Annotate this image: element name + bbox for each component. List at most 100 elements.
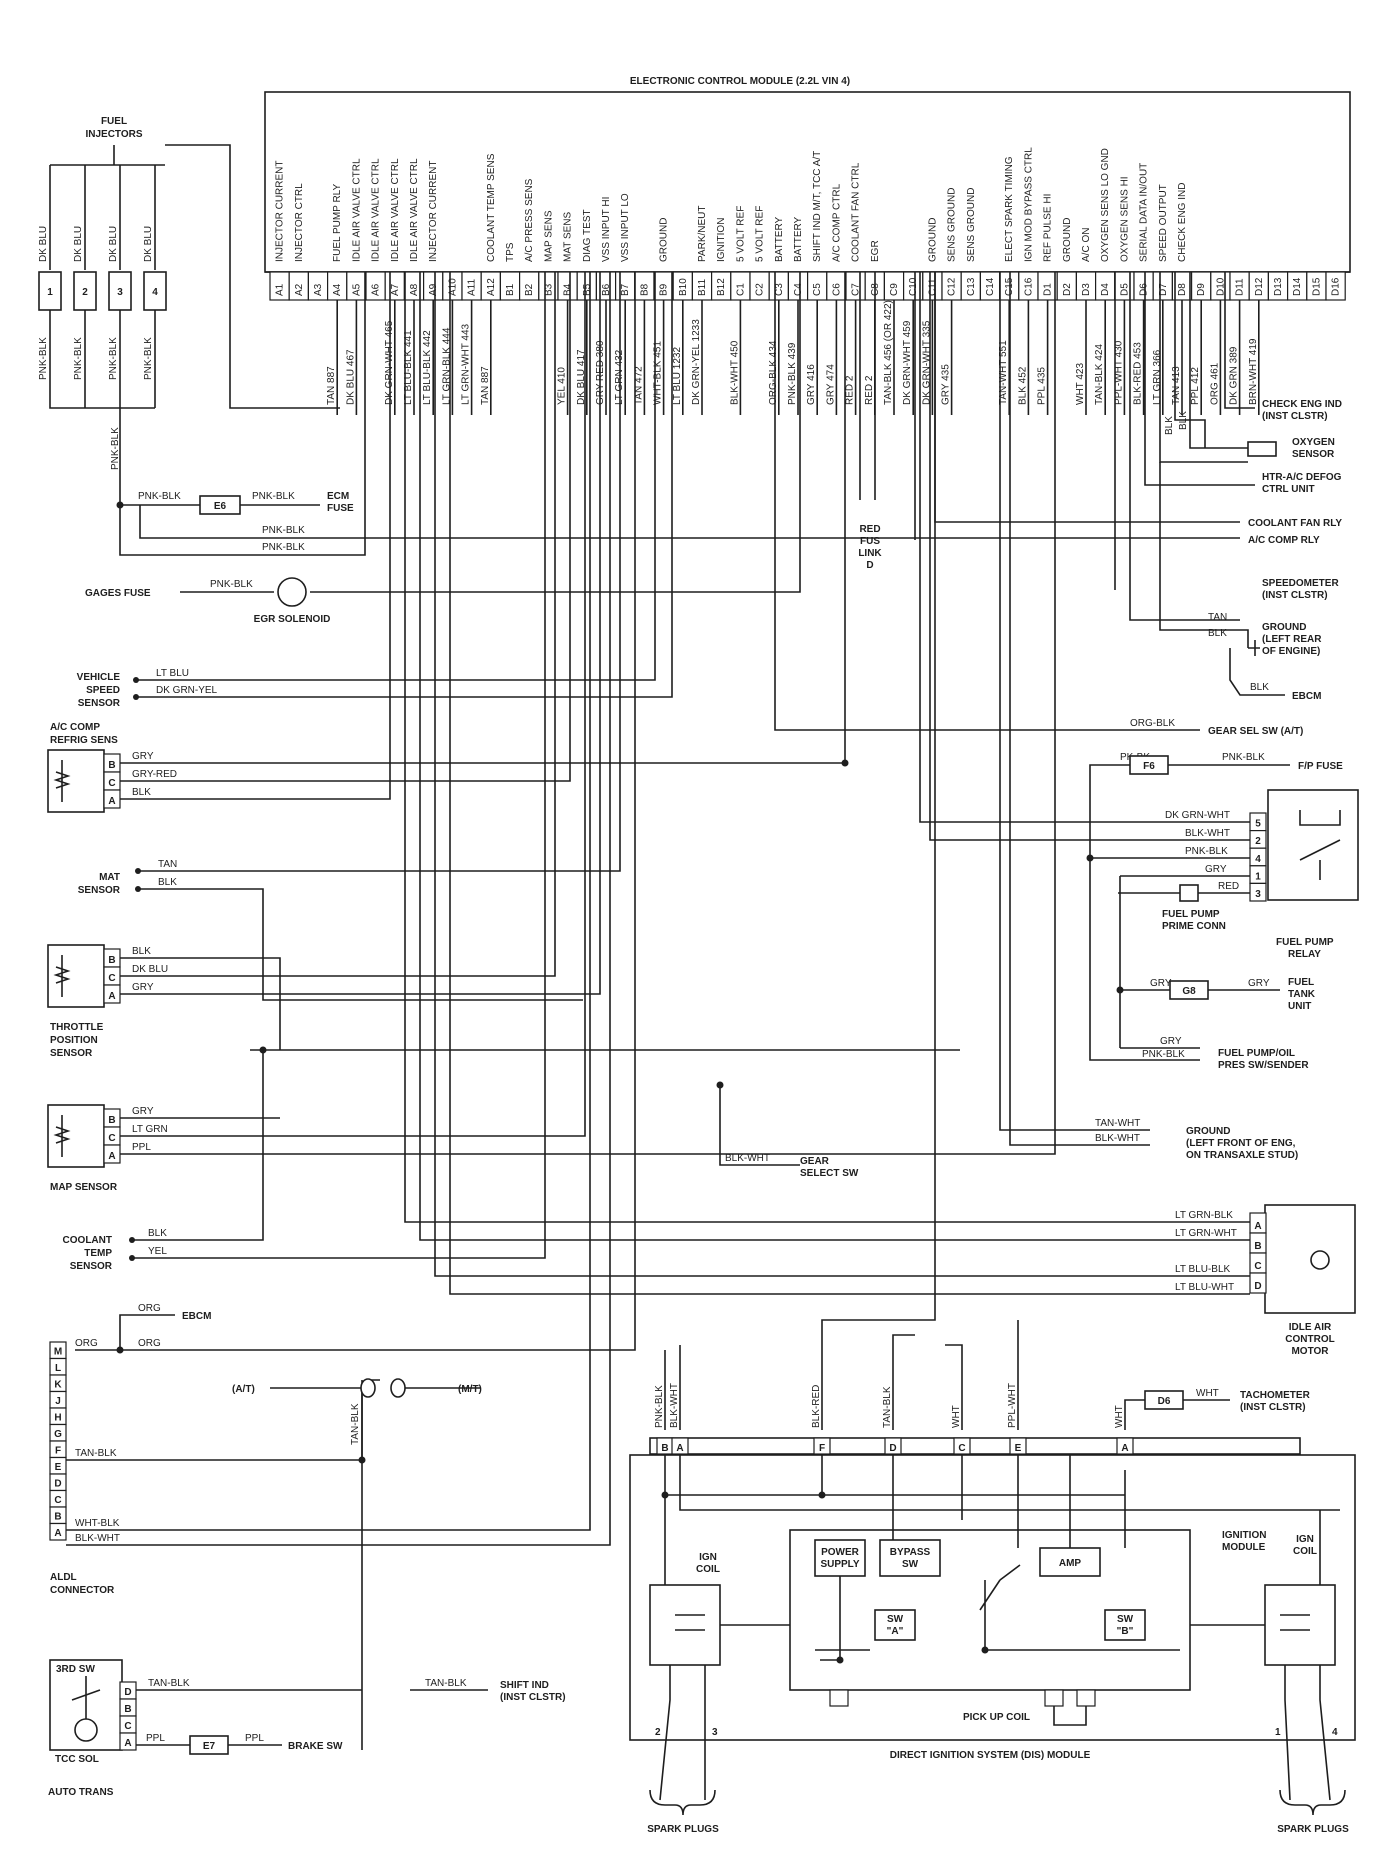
aldl-org: ORG [75, 1338, 98, 1349]
ecm-function-label: INJECTOR CTRL [294, 183, 305, 262]
ecm-pin [1325, 271, 1346, 301]
ecm-function-label: DIAG TEST [582, 209, 593, 262]
ecm-function-label: SENS GROUND [966, 188, 977, 262]
connector-pin-label: B [108, 955, 115, 966]
ecm-function-label: A/C ON [1081, 228, 1092, 262]
power-2: SUPPLY [820, 1559, 859, 1570]
egr-solenoid-label: EGR SOLENOID [254, 614, 331, 625]
connector-pin-label: A [108, 796, 115, 807]
shift-label-2: (INST CLSTR) [500, 1692, 566, 1703]
ecm-wire-label: TAN 887 [480, 366, 491, 405]
ac-comp-sensor [47, 749, 105, 813]
dis-label: DIRECT IGNITION SYSTEM (DIS) MODULE [890, 1750, 1091, 1761]
ign-coil-right-box [1264, 1584, 1336, 1666]
ecm-function-label: IDLE AIR VALVE CTRL [371, 158, 382, 262]
fuel-pump-relay-box [1267, 789, 1359, 901]
map-wires [120, 272, 1056, 1155]
swa-1: SW [887, 1614, 904, 1625]
ecm-fuse-wire-left: PNK-BLK [138, 491, 181, 502]
ecm-function-label: SHIFT IND M/T, TCC A/T [812, 151, 823, 262]
ecm-function-label: CHECK ENG IND [1177, 183, 1188, 262]
vss-label-3: SENSOR [78, 698, 121, 709]
ecm-wire-label: BLK-WHT 450 [729, 340, 740, 405]
coolant-wire-1: BLK [148, 1228, 167, 1239]
dis-top-wire-label: BLK-WHT [669, 1383, 680, 1428]
connector-pin-label: D [1254, 1281, 1261, 1292]
prime-1: FUEL PUMP [1162, 909, 1220, 920]
ecm-pin-label: D6 [1139, 283, 1150, 296]
ecm-pin-label: B10 [678, 278, 689, 296]
ac-comp-pins: BCA [103, 753, 121, 809]
dis-pin-label: A [676, 1443, 683, 1454]
plug-num-4: 4 [1332, 1727, 1338, 1738]
fp-fuse-wire2: PNK-BLK [1222, 752, 1265, 763]
map-sensor [47, 1104, 105, 1168]
sw-a-box [874, 1609, 916, 1641]
dis-pin-label: A [1121, 1443, 1128, 1454]
ecm-wire-label: PPL 412 [1190, 367, 1201, 405]
ecm-function-label: MAP SENS [543, 210, 554, 262]
blk-wht1: BLK-WHT [1095, 1133, 1140, 1144]
resistor-symbol [53, 1115, 71, 1157]
aldl-org-wires [75, 272, 636, 1351]
ecm-pin-label: C13 [966, 277, 977, 296]
ecm-pin-label: D8 [1177, 283, 1188, 296]
check-eng-2: (INST CLSTR) [1262, 411, 1328, 422]
ecm-wire-label: DK BLU 417 [576, 349, 587, 405]
injectors-label-2: INJECTORS [85, 129, 142, 140]
iac-wire-d: LT BLU-WHT [1175, 1282, 1234, 1293]
ecm-function-label: ELECT SPARK TIMING [1004, 156, 1015, 262]
connector-pin-label: B [124, 1704, 131, 1715]
connector-pin-label: A [54, 1528, 61, 1539]
aldl-org-2: ORG [138, 1338, 161, 1349]
ground-symbol [1248, 640, 1260, 656]
ecm-wire-label: RED 2 [845, 375, 856, 405]
coolant-label-1: COOLANT [63, 1235, 112, 1246]
ecm-pin-label: D4 [1100, 283, 1111, 296]
sw-b-box [1104, 1609, 1146, 1641]
gages-fuse-wire [180, 272, 801, 593]
relay-internals [1299, 810, 1341, 880]
tps-wire-c: DK BLU [132, 964, 168, 975]
swb-1: SW [1117, 1614, 1134, 1625]
tan-label: TAN [1208, 612, 1227, 623]
injector-bottom-wire: PNK-BLK [73, 337, 84, 380]
mat-label-1: MAT [99, 872, 120, 883]
ecm-pin-label: A6 [371, 283, 382, 296]
ecm-wire-label: LT BLU 1232 [672, 347, 683, 405]
map-wire-a: PPL [132, 1142, 151, 1153]
ecm-wire-label: DK GRN-WHT 335 [921, 320, 932, 405]
ecm-function-label: INJECTOR CURRENT [428, 161, 439, 262]
mat-terminal [135, 886, 141, 892]
pickup-terminal [1044, 1689, 1064, 1707]
vss-label-2: SPEED [86, 685, 120, 696]
ecm-wire-label: DK GRN-YEL 1233 [691, 319, 702, 405]
blk3-label: BLK [1208, 628, 1227, 639]
ecm-pin-label: D5 [1119, 283, 1130, 296]
ecm-box [264, 91, 1351, 273]
auto-trans-wire-a: PPL [146, 1733, 165, 1744]
dis-pin [953, 1437, 971, 1455]
e7-box [189, 1735, 229, 1755]
gear-sel-wire [774, 272, 1200, 731]
connector-pin [1249, 1272, 1267, 1294]
auto-trans-wire-d: TAN-BLK [148, 1678, 190, 1689]
injector-number: 2 [82, 287, 88, 298]
gry3: GRY [1160, 1036, 1182, 1047]
relay-1: FUEL PUMP [1276, 937, 1334, 948]
connector-pin-label: B [1254, 1241, 1261, 1252]
red-fus-4: D [866, 560, 873, 571]
ecm-wire-label: BLK-RED 453 [1133, 342, 1144, 405]
ecm-function-label: COOLANT TEMP SENS [486, 153, 497, 262]
connector-pin-label: D [54, 1479, 61, 1490]
ecm-pin-label: C10 [908, 277, 919, 296]
ecm-wire-label: TAN 413 [1171, 366, 1182, 405]
coolant-fan: COOLANT FAN RLY [1248, 518, 1342, 529]
ecm-function-label: SPEED OUTPUT [1158, 184, 1169, 262]
vss-terminal [133, 677, 139, 683]
ecm-wire-label: DK GRN 389 [1229, 346, 1240, 405]
ecm-title: ELECTRONIC CONTROL MODULE (2.2L VIN 4) [630, 76, 850, 87]
ecm-function-label: BATTERY [793, 216, 804, 262]
